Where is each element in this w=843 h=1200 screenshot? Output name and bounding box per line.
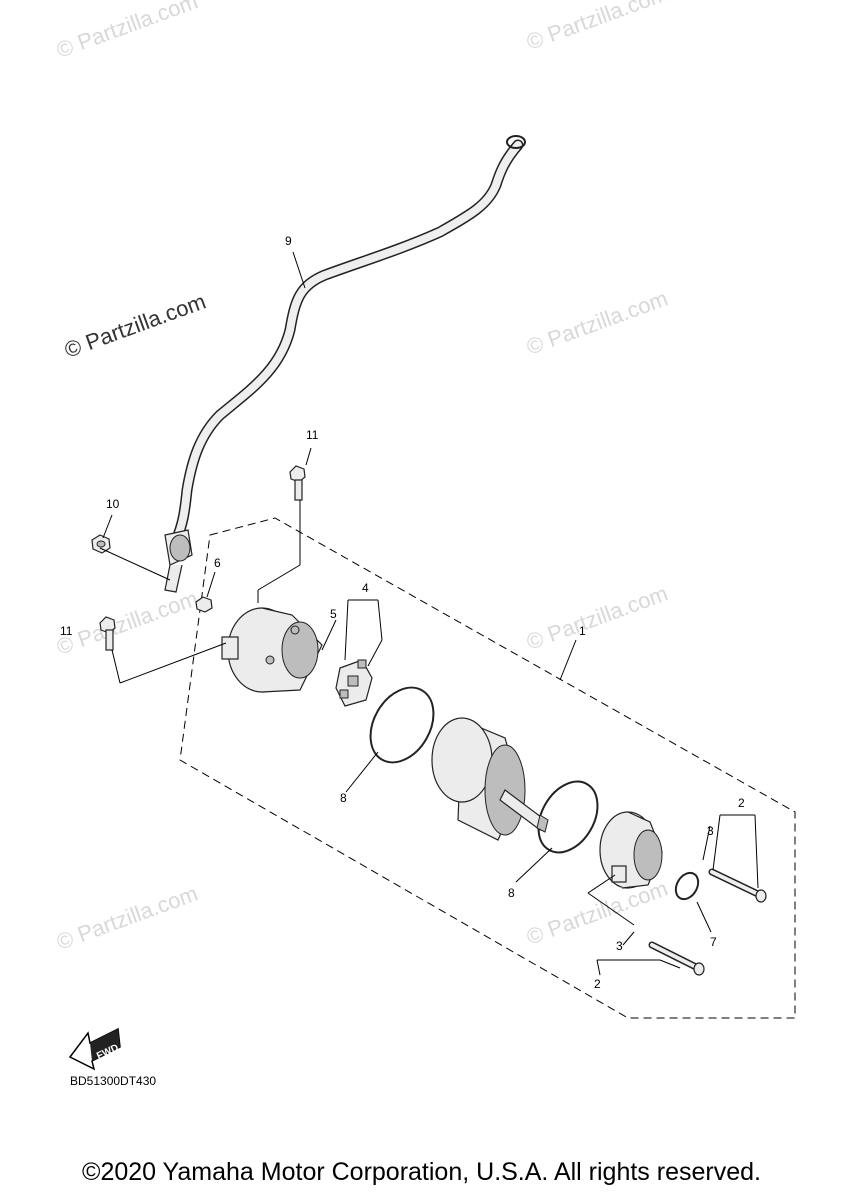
watermark-dark: © Partzilla.com [61,289,209,363]
callout-1: 1 [579,624,586,638]
front-cover [221,607,323,693]
washer [195,596,213,613]
watermark: © Partzilla.com [523,581,671,655]
brush-holder [335,659,373,707]
bolt-lower [99,616,116,651]
watermark: © Partzilla.com [53,586,201,660]
nut [91,534,111,554]
o-ring-upper [369,686,435,764]
copyright-notice: ©2020 Yamaha Motor Corporation, U.S.A. A… [82,1158,761,1186]
watermarks: © Partzilla.com © Partzilla.com © Partzi… [53,0,671,955]
long-bolt-lower [648,941,705,976]
callout-6: 6 [214,556,221,570]
callout-5: 5 [330,607,337,621]
motor-yoke [431,717,549,841]
watermark: © Partzilla.com [523,286,671,360]
rear-cover [599,811,663,889]
callout-9: 9 [285,234,292,248]
callout-2: 2 [594,977,601,991]
callout-11: 11 [60,624,73,638]
leader-lines [99,251,759,976]
watermark: © Partzilla.com [53,0,201,63]
callout-2: 2 [738,796,745,810]
starter-cable [164,135,526,593]
bolt-upper [289,465,306,501]
callout-7: 7 [710,935,717,949]
small-o-ring [674,871,700,901]
callout-11: 11 [306,428,319,442]
diagram-code: BD51300DT430 [70,1074,156,1088]
watermark: © Partzilla.com [523,0,671,55]
assembly-boundary [179,517,796,1019]
callout-10: 10 [106,497,120,511]
watermark: © Partzilla.com [53,881,201,955]
callout-3: 3 [707,824,714,838]
o-ring-lower [537,780,599,854]
long-bolt-upper [708,868,767,903]
callout-8: 8 [508,886,515,900]
fwd-arrow-icon: FWD [68,1027,121,1071]
callout-8: 8 [340,791,347,805]
callout-4: 4 [362,581,369,595]
callout-3: 3 [616,939,623,953]
